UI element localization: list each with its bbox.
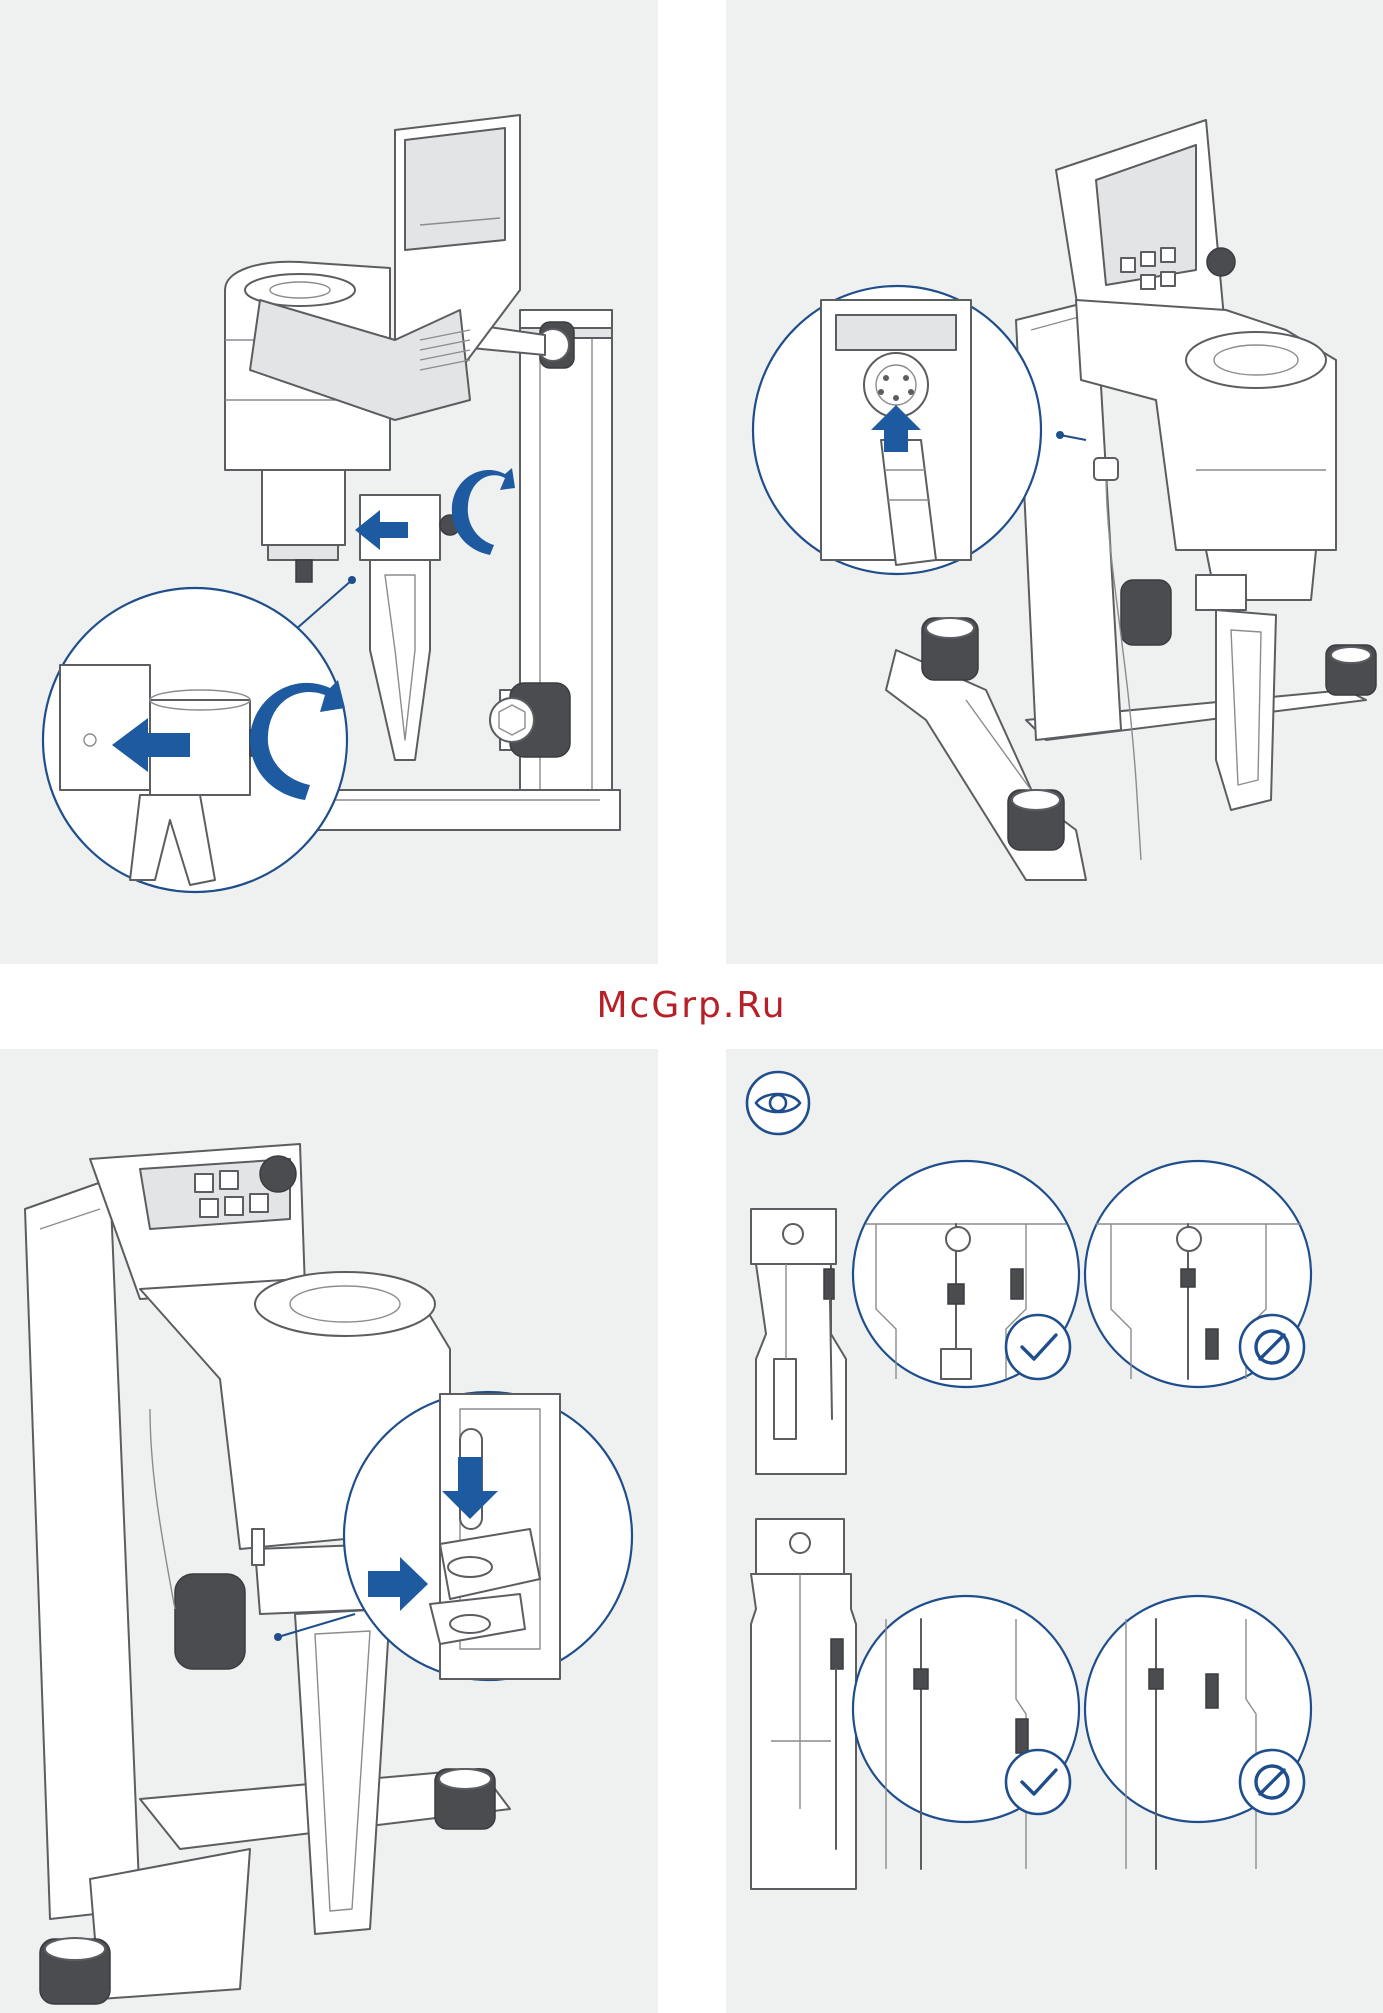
watermark: McGrp.Ru (0, 985, 1383, 1026)
checkmark-icon (1006, 1750, 1070, 1814)
overview-sensor-row1 (751, 1209, 846, 1474)
illustration-insert-holder (0, 1049, 658, 2013)
panel-step-attach-clamp (0, 0, 658, 964)
overview-sensor-row2 (751, 1519, 856, 1889)
base-knob-right (435, 1769, 495, 1829)
eye-icon (747, 1072, 809, 1134)
base-knob-bottom (1008, 790, 1064, 850)
illustration-check-position (726, 1049, 1383, 2013)
prohibited-icon (1240, 1750, 1304, 1814)
panel-step-connect-sensor-cable (726, 0, 1383, 964)
base-knob-bottom (40, 1938, 110, 2004)
checkmark-icon (1006, 1315, 1070, 1379)
column-knob (1121, 580, 1171, 645)
stand-base (886, 650, 1366, 880)
prohibited-icon (1240, 1315, 1304, 1379)
illustration-connect-cable (726, 0, 1383, 964)
illustration-attach-clamp (0, 0, 658, 964)
panel-step-insert-sensor-holder (0, 1049, 658, 2013)
rotate-clockwise-arrow-icon (452, 468, 515, 555)
base-knob-left (922, 618, 978, 680)
detail-row2-wrong (1085, 1596, 1311, 1869)
detail-row2-correct (853, 1596, 1079, 1869)
panel-step-check-sensor-position (726, 1049, 1383, 2013)
base-knob-right (1326, 645, 1376, 695)
zoom-circle-clamp (43, 588, 347, 892)
column-knob (175, 1574, 245, 1669)
frame-knob-lower (490, 683, 570, 757)
sensor-clamp (1196, 575, 1276, 810)
zoom-circle-connector (753, 286, 1041, 574)
zoom-circle-holder (344, 1392, 632, 1680)
